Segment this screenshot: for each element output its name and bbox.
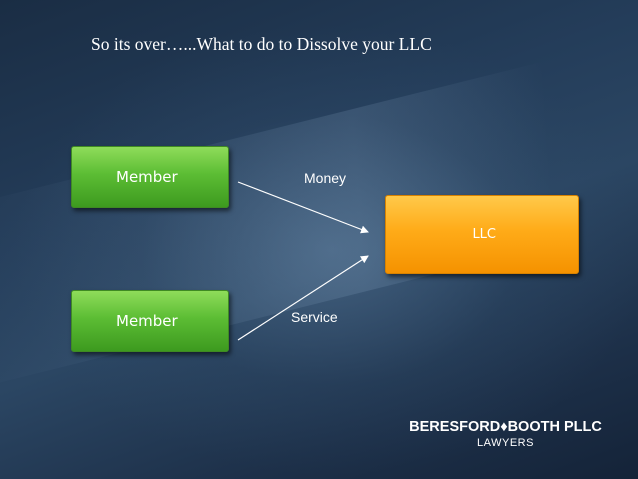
llc-box: LLC (385, 195, 579, 274)
member-box-bottom-label: Member (116, 312, 178, 330)
member-box-top-label: Member (116, 168, 178, 186)
member-box-bottom: Member (71, 290, 229, 352)
money-arrow (237, 181, 369, 234)
service-label: Service (291, 309, 338, 325)
member-box-top: Member (71, 146, 229, 208)
slide-title: So its over…...What to do to Dissolve yo… (91, 34, 432, 54)
service-arrow (237, 255, 369, 341)
firm-logo-block: BERESFORD♦BOOTH PLLC LAWYERS (398, 419, 613, 449)
llc-box-label: LLC (472, 227, 496, 242)
firm-name: BERESFORD♦BOOTH PLLC (409, 419, 602, 435)
money-label: Money (304, 170, 347, 186)
firm-tagline: LAWYERS (477, 437, 534, 449)
